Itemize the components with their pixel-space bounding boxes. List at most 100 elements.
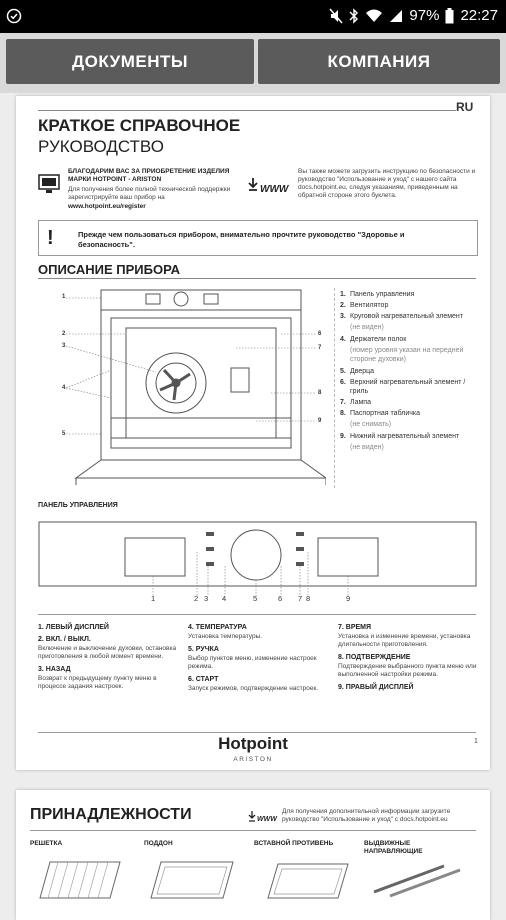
panel-num-7: 7 — [298, 594, 303, 603]
bottom-rule — [38, 732, 476, 733]
part-text: (не виден) — [350, 444, 384, 451]
wifi-icon — [366, 9, 383, 22]
top-rule — [38, 110, 456, 111]
oven-diagram — [65, 289, 326, 485]
document-page-2[interactable]: ПРИНАДЛЕЖНОСТИ WWW Для получения дополни… — [16, 790, 490, 920]
check-circle-icon — [6, 8, 22, 24]
documents-button[interactable]: ДОКУМЕНТЫ — [6, 39, 254, 84]
clock: 22:27 — [460, 7, 498, 24]
panel-num-9: 9 — [346, 594, 351, 603]
part-item: 1. Панель управления — [340, 290, 480, 299]
part-text: Панель управления — [350, 291, 415, 298]
download-www-icon-2: WWW — [248, 811, 278, 823]
thanks-text: Для получения более полной технической п… — [68, 186, 231, 201]
part-item: 7.Лампа — [340, 398, 480, 407]
section-rule — [38, 278, 476, 279]
part-text: Паспортная табличка — [350, 410, 421, 417]
desc-text: Подтверждение выбранного пункта меню или… — [338, 663, 477, 678]
part-text: Нижний нагревательный элемент — [350, 433, 460, 440]
part-item: 4. Держатели полок — [340, 335, 480, 344]
part-number: 5. — [340, 368, 346, 375]
part-number: 2. — [340, 302, 346, 309]
document-page-1[interactable]: RU КРАТКОЕ СПРАВОЧНОЕ РУКОВОДСТВО БЛАГОД… — [16, 96, 490, 770]
accessory-tray: ПОДДОН — [144, 840, 173, 847]
diagram-label-9: 9 — [318, 418, 322, 424]
part-number — [340, 443, 350, 452]
diagram-label-5: 5 — [62, 431, 66, 437]
part-text: Держатели полок — [350, 336, 407, 343]
part-number: 6. — [340, 379, 346, 386]
doc-title-line2: РУКОВОДСТВО — [38, 137, 164, 156]
part-item: (не виден) — [340, 323, 480, 332]
page-number: 1 — [474, 738, 478, 745]
part-number — [340, 346, 350, 364]
brand-logo: Hotpoint — [218, 734, 288, 753]
accessory-rack: РЕШЕТКА — [30, 840, 63, 847]
register-link[interactable]: www.hotpoint.eu/register — [68, 203, 146, 210]
status-bar: 97% 22:27 — [0, 0, 506, 33]
part-text: Лампа — [350, 399, 371, 406]
part-text: (номер уровня указан на передней стороне… — [350, 347, 464, 363]
desc-text: Запуск режимов, подтверждение настроек. — [188, 685, 319, 692]
diagram-label-4: 4 — [62, 385, 66, 391]
brand-sub: ARISTON — [233, 756, 273, 763]
desc-heading: 9. ПРАВЫЙ ДИСПЛЕЙ — [338, 684, 414, 691]
panel-num-4: 4 — [222, 594, 227, 603]
desc-col-3: 7. ВРЕМЯ Установка и изменение времени, у… — [338, 624, 478, 691]
warning-box — [38, 220, 478, 256]
panel-num-8: 8 — [306, 594, 311, 603]
part-number: 4. — [340, 336, 346, 343]
section-title: ОПИСАНИЕ ПРИБОРА — [38, 262, 180, 277]
part-item: (не виден) — [340, 443, 480, 452]
parts-divider — [334, 288, 336, 488]
top-nav: ДОКУМЕНТЫ КОМПАНИЯ — [0, 33, 506, 93]
rack-illustration — [39, 861, 121, 899]
desc-heading: 6. СТАРТ — [188, 676, 219, 683]
panel-num-3: 3 — [204, 594, 209, 603]
part-number — [340, 323, 350, 332]
part-item: 3.Круговой нагревательный элемент — [340, 312, 480, 321]
part-item: 2. Вентилятор — [340, 301, 480, 310]
desc-text: Установка и изменение времени, установка… — [338, 633, 471, 648]
part-item: 6.Верхний нагревательный элемент / гриль — [340, 378, 480, 396]
part-number — [340, 420, 350, 429]
part-item: 8.Паспортная табличка — [340, 409, 480, 418]
desc-heading: 3. НАЗАД — [38, 666, 71, 673]
battery-percent: 97% — [409, 7, 440, 24]
svg-text:WWW: WWW — [260, 184, 290, 195]
accessory-sliding-rails: ВЫДВИЖНЫЕ НАПРАВЛЯЮЩИЕ — [364, 840, 423, 855]
accessories-rule — [30, 830, 476, 831]
doc-title-line1: КРАТКОЕ СПРАВОЧНОЕ — [38, 116, 241, 135]
warning-text: Прежде чем пользоваться прибором, внимат… — [78, 230, 405, 249]
diagram-label-3: 3 — [62, 343, 66, 349]
company-button[interactable]: КОМПАНИЯ — [258, 39, 500, 84]
exclamation-icon: ! — [47, 227, 54, 249]
desc-heading: 7. ВРЕМЯ — [338, 624, 372, 631]
panel-rule — [38, 614, 476, 615]
desc-text: Выбор пунктов меню, изменение настроек р… — [188, 655, 317, 670]
sliding-rails-illustration — [373, 864, 461, 898]
desc-heading: 2. ВКЛ. / ВЫКЛ. — [38, 636, 91, 643]
desc-heading: 4. ТЕМПЕРАТУРА — [188, 624, 247, 631]
diagram-label-1: 1 — [62, 294, 66, 300]
diagram-label-7: 7 — [318, 345, 322, 351]
tray-illustration — [150, 861, 234, 899]
baking-sheet-illustration — [267, 863, 349, 899]
part-item: (не снимать) — [340, 420, 480, 429]
bluetooth-icon — [349, 7, 359, 24]
panel-num-6: 6 — [278, 594, 283, 603]
monitor-icon — [38, 174, 60, 193]
panel-num-1: 1 — [151, 594, 156, 603]
part-text: Вентилятор — [350, 302, 389, 309]
diagram-label-2: 2 — [62, 331, 66, 337]
desc-heading: 5. РУЧКА — [188, 646, 219, 653]
part-number: 1. — [340, 291, 346, 298]
signal-icon — [390, 9, 403, 22]
diagram-label-6: 6 — [318, 331, 322, 337]
part-number: 9. — [340, 433, 346, 440]
panel-title: ПАНЕЛЬ УПРАВЛЕНИЯ — [38, 502, 118, 509]
svg-text:WWW: WWW — [257, 816, 278, 823]
parts-list: 1. Панель управления 2. Вентилятор 3.Кругово… — [340, 290, 480, 455]
